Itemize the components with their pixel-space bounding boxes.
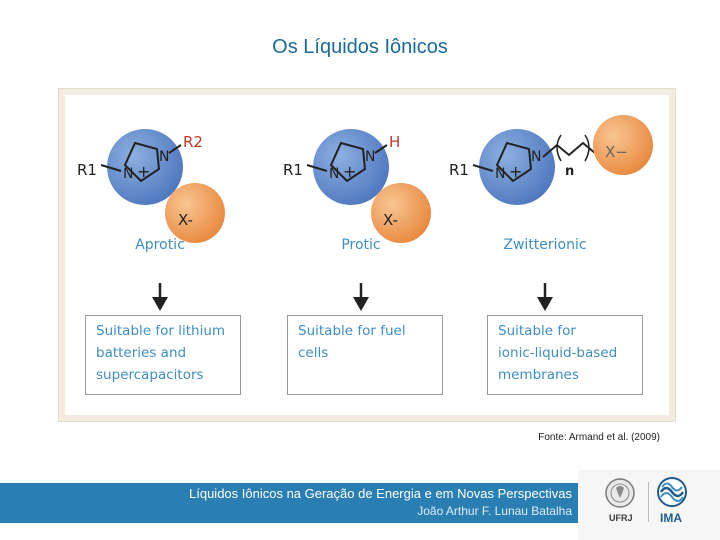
- label-aprotic: Aprotic: [135, 237, 185, 253]
- n-left-label: N: [329, 166, 339, 182]
- ufrj-logo-text: UFRJ: [609, 513, 633, 523]
- n-subscript: n: [565, 164, 574, 179]
- suitability-box-protic: Suitable for fuel cells: [287, 315, 443, 395]
- source-citation: Fonte: Armand et al. (2009): [538, 432, 660, 443]
- anion-label: X−: [605, 143, 628, 161]
- suitability-text: Suitable for lithium batteries and super…: [96, 323, 226, 383]
- figure-panel: N N + R1 R2 X- N N +: [65, 95, 669, 415]
- ionic-liquids-figure: N N + R1 R2 X- N N +: [58, 88, 676, 422]
- n-right-label: N: [531, 149, 541, 165]
- n-right-label: N: [365, 149, 375, 165]
- footer-logo-area: [578, 470, 720, 540]
- cation-protic: N N +: [306, 129, 389, 205]
- slide-title: Os Líquidos Iônicos: [272, 36, 448, 58]
- suitability-box-zwitterionic: Suitable for ionic-liquid-based membrane…: [487, 315, 643, 395]
- alkyl-chain: n: [542, 134, 596, 179]
- footer-title: Líquidos Iônicos na Geração de Energia e…: [189, 486, 572, 501]
- r1-label: R1: [77, 161, 97, 179]
- footer-author: João Arthur F. Lunau Batalha: [417, 504, 572, 518]
- r1-label: R1: [449, 161, 469, 179]
- cation-zwitterionic: N N +: [472, 129, 555, 205]
- molecule-diagram: N N + R1 R2 X- N N +: [77, 115, 653, 311]
- anion-zwitterionic: X−: [593, 115, 653, 175]
- r2-label: R2: [183, 133, 203, 151]
- plus-sign: +: [343, 162, 356, 181]
- label-protic: Protic: [341, 237, 381, 253]
- anion-aprotic: X-: [165, 183, 225, 243]
- plus-sign: +: [137, 162, 150, 181]
- n-right-label: N: [159, 149, 169, 165]
- n-left-label: N: [495, 166, 505, 182]
- suitability-box-aprotic: Suitable for lithium batteries and super…: [85, 315, 241, 395]
- label-zwitterionic: Zwitterionic: [503, 237, 587, 253]
- ufrj-logo-icon: [605, 478, 635, 508]
- anion-protic: X-: [371, 183, 431, 243]
- footer-bar: Líquidos Iônicos na Geração de Energia e…: [0, 483, 578, 523]
- anion-label: X-: [178, 211, 193, 229]
- logo-divider: [648, 482, 649, 522]
- suitability-text: Suitable for ionic-liquid-based membrane…: [498, 323, 618, 383]
- suitability-text: Suitable for fuel cells: [298, 323, 406, 361]
- n-left-label: N: [123, 166, 133, 182]
- plus-sign: +: [509, 162, 522, 181]
- ima-logo-text: IMA: [660, 511, 682, 525]
- r1-label: R1: [283, 161, 303, 179]
- ima-logo-icon: [657, 477, 687, 507]
- h-label: H: [389, 133, 400, 151]
- cation-aprotic: N N +: [100, 129, 183, 205]
- anion-label: X-: [383, 211, 398, 229]
